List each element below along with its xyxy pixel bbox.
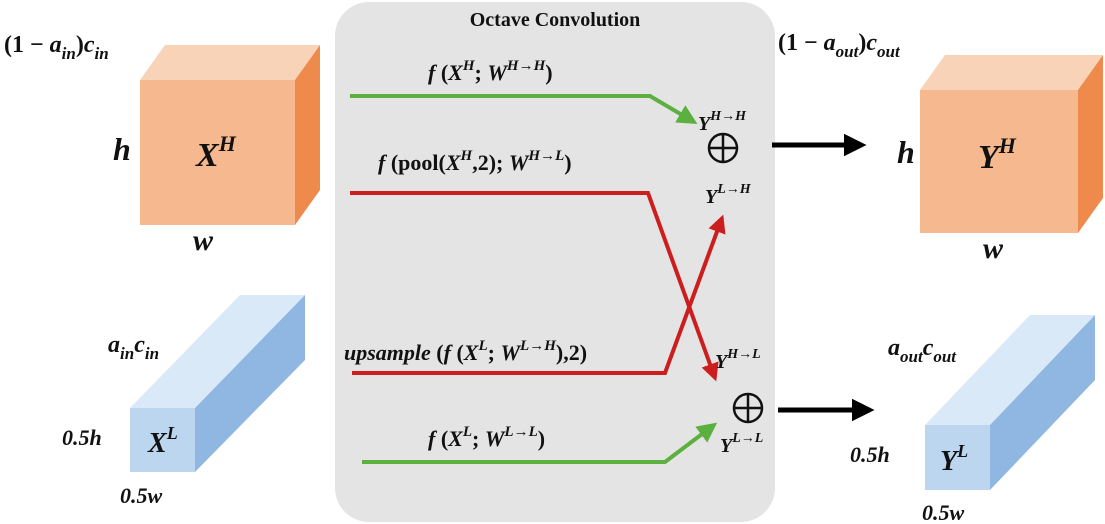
input-low-width-label: 0.5w (120, 483, 163, 508)
output-low-channels-label: aoutcout (888, 335, 957, 366)
low-to-low-path-label: f (XL; WL→L) (428, 424, 545, 451)
cube-top-face (140, 45, 320, 80)
output-high-height-label: h (897, 134, 915, 170)
input-high-height-label: h (113, 131, 131, 167)
low-to-low-arrow (362, 422, 718, 464)
output-high-tensor-label: YH (978, 133, 1017, 176)
high-to-low-arrow (350, 191, 719, 382)
output-high-width-label: w (983, 232, 1004, 265)
output-low-height-label: 0.5h (850, 442, 890, 467)
cuboid-front-face (925, 425, 990, 490)
high-to-high-path-label: f (XH; WH→H) (428, 58, 553, 85)
input-high-tensor-label: XH (195, 131, 237, 174)
high-to-high-arrow (350, 94, 698, 125)
output-high-channels-label: (1 − aout)cout (778, 30, 901, 61)
output-low-tensor-label: YL (940, 441, 968, 477)
sum-label-high-to-high: YH→H (698, 109, 747, 135)
sum-label-high-to-low: YH→L (715, 347, 761, 373)
output-low-frequency-cuboid (925, 315, 1095, 490)
output-low-width-label: 0.5w (922, 500, 965, 524)
low-frequency-sum-node (732, 392, 764, 424)
cuboid-side-face (195, 295, 305, 472)
sum-label-low-to-low: YL→L (720, 431, 763, 457)
input-low-height-label: 0.5h (62, 425, 102, 450)
cuboid-top-face (130, 295, 305, 408)
input-low-frequency-cuboid (130, 295, 305, 472)
input-high-channels-label: (1 − ain)cin (4, 32, 109, 63)
high-frequency-sum-node (707, 132, 739, 164)
octave-convolution-panel (335, 2, 775, 522)
cube-front-face (140, 80, 295, 225)
cube-top-face (920, 55, 1103, 90)
high-to-low-path-label: f (pool(XH,2); WH→L) (378, 148, 572, 175)
sum-label-low-to-high: YL→H (705, 182, 752, 208)
cuboid-top-face (925, 315, 1095, 425)
low-to-high-path-label: upsample (f (XL; WL→H),2) (344, 338, 587, 365)
low-to-high-arrow (352, 214, 726, 375)
cube-side-face (295, 45, 320, 225)
cube-side-face (1078, 55, 1103, 233)
input-high-frequency-cube (140, 45, 320, 225)
panel-title: Octave Convolution (470, 9, 641, 31)
input-low-channels-label: aincin (108, 332, 159, 363)
output-high-frequency-cube (920, 55, 1103, 233)
input-low-tensor-label: XL (147, 423, 178, 459)
input-high-width-label: w (193, 224, 214, 257)
cuboid-front-face (130, 408, 195, 472)
cuboid-side-face (990, 315, 1095, 490)
cube-front-face (920, 90, 1078, 233)
